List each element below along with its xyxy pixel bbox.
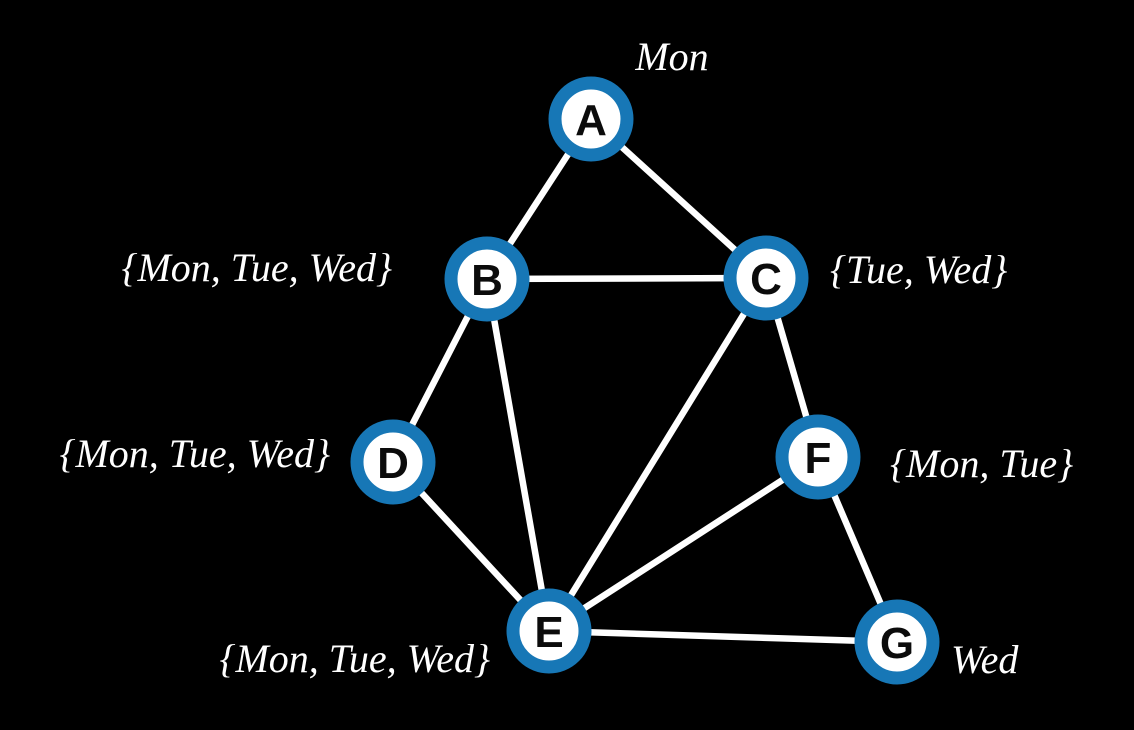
edge-B-C [483,274,770,283]
edge-B-E [483,275,553,635]
node-G-circle [854,599,940,685]
node-E-domain-label: {Mon, Tue, Wed} [219,636,490,681]
node-A-circle [548,76,634,162]
node-D-circle [350,419,436,505]
node-B-letter: B [471,256,503,305]
node-G-domain-label: Wed [951,637,1019,682]
node-E-letter: E [534,608,563,657]
node-G: G [854,599,940,685]
node-C-domain-label: {Tue, Wed} [830,247,1007,292]
edge-E-F [545,453,822,635]
node-F-circle [775,414,861,500]
edge-E-G [545,627,901,646]
node-D: D [350,419,436,505]
edge-C-E [545,274,770,635]
node-A: A [548,76,634,162]
node-F-domain-label: {Mon, Tue} [890,441,1073,486]
node-A-domain-label: Mon [634,34,708,79]
node-E: E [506,588,592,674]
node-F: F [775,414,861,500]
node-D-letter: D [377,439,409,488]
node-D-domain-label: {Mon, Tue, Wed} [59,431,330,476]
node-C: C [723,235,809,321]
node-B: B [444,236,530,322]
node-C-letter: C [750,255,782,304]
node-G-letter: G [880,619,914,668]
node-E-circle [506,588,592,674]
node-B-domain-label: {Mon, Tue, Wed} [121,245,392,290]
node-A-letter: A [575,96,607,145]
node-F-letter: F [805,434,832,483]
node-C-circle [723,235,809,321]
node-B-circle [444,236,530,322]
